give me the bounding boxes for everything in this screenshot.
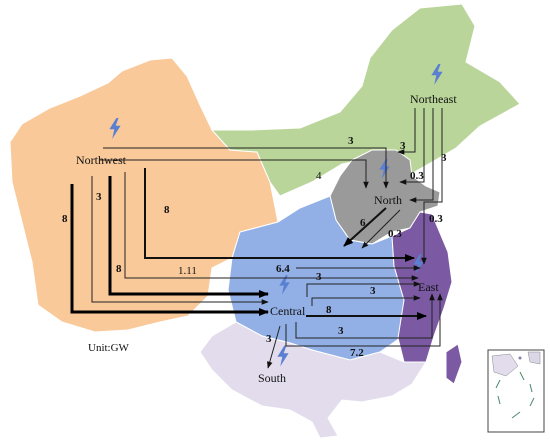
flow-value-label: 8 bbox=[326, 304, 332, 316]
flow-value-label: 7.2 bbox=[350, 347, 364, 359]
region-label-south: South bbox=[258, 371, 286, 385]
south-sea-inset bbox=[487, 349, 545, 433]
flow-value-label: 8 bbox=[62, 213, 68, 225]
flow-value-label: 6.4 bbox=[276, 263, 290, 275]
flow-arrow bbox=[421, 108, 443, 265]
region-taiwan bbox=[445, 343, 463, 385]
flow-value-label: 0.3 bbox=[388, 228, 402, 240]
flow-value-label: 3 bbox=[96, 191, 102, 203]
region-south bbox=[199, 321, 427, 439]
flow-arrow bbox=[397, 108, 416, 155]
flow-arrow bbox=[285, 293, 443, 347]
flow-arrow bbox=[295, 293, 435, 339]
flow-value-label: 0.3 bbox=[429, 213, 443, 225]
flow-arrow bbox=[399, 108, 425, 185]
region-label-northeast: Northeast bbox=[410, 92, 457, 106]
flow-arrow bbox=[343, 207, 387, 247]
flow-value-label: 3 bbox=[400, 140, 406, 152]
flow-arrow bbox=[70, 184, 269, 316]
region-labels: Northwest Northeast North Central East S… bbox=[76, 92, 457, 385]
region-label-northwest: Northwest bbox=[76, 153, 127, 167]
region-east bbox=[391, 211, 453, 363]
flow-value-label: 8 bbox=[116, 263, 122, 275]
flow-arrows bbox=[70, 108, 443, 369]
unit-label: Unit:GW bbox=[88, 342, 130, 354]
region-label-east: East bbox=[418, 280, 439, 294]
flow-value-label: 4 bbox=[316, 170, 322, 182]
flow-arrow bbox=[108, 176, 269, 298]
region-label-north: North bbox=[374, 193, 402, 207]
flow-arrow bbox=[267, 325, 281, 369]
flow-value-label: 3 bbox=[348, 135, 354, 147]
flow-value-label: 6 bbox=[360, 217, 366, 229]
flow-value-label: 3 bbox=[316, 271, 322, 283]
flow-arrow bbox=[409, 108, 434, 203]
flow-labels: 3 4 8 8 8 3 1.11 3 0.3 3 0.3 6 0.3 6.4 3… bbox=[62, 135, 447, 359]
flow-arrow bbox=[124, 172, 419, 281]
flow-arrow bbox=[361, 209, 401, 249]
flow-arrow bbox=[311, 295, 421, 306]
flow-arrow bbox=[100, 159, 369, 189]
flow-arrow bbox=[306, 281, 421, 297]
flow-value-label: 1.11 bbox=[178, 265, 197, 277]
flow-value-label: 3 bbox=[370, 285, 376, 297]
flow-value-label: 3 bbox=[266, 333, 272, 345]
flow-value-label: 3 bbox=[441, 152, 447, 164]
flow-value-label: 8 bbox=[164, 204, 170, 216]
flow-arrow bbox=[91, 176, 269, 305]
flow-value-label: 0.3 bbox=[410, 170, 424, 182]
flow-arrow bbox=[103, 147, 389, 189]
flow-value-label: 3 bbox=[338, 325, 344, 337]
region-label-central: Central bbox=[270, 304, 306, 318]
flow-arrow bbox=[144, 168, 415, 262]
